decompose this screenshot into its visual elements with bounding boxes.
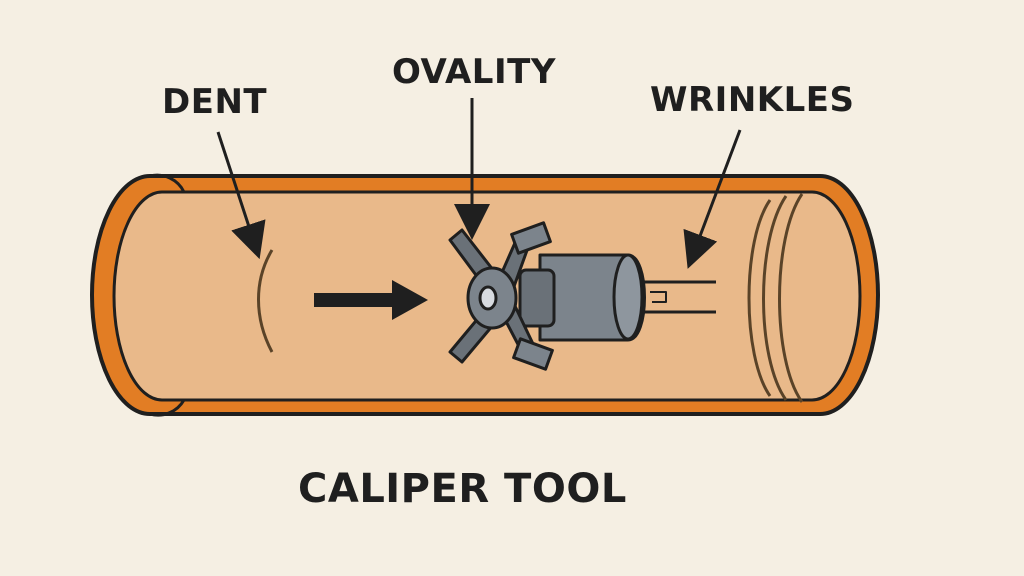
ovality-label: OVALITY (392, 52, 556, 92)
wrinkles-label: WRINKLES (650, 80, 855, 120)
tool-pad (510, 221, 552, 255)
tool-pad (512, 337, 554, 371)
tool-connector (650, 291, 667, 303)
wrinkle-ring (747, 199, 772, 397)
wrinkles-rings (747, 193, 804, 403)
caliper-tool-icon (448, 221, 716, 371)
tool-cable (640, 280, 716, 314)
wrinkle-ring (762, 195, 788, 401)
arrow-right-icon (314, 280, 428, 320)
dent-mark (257, 249, 274, 353)
tool-hub-center (478, 285, 498, 311)
diagram-caption: CALIPER TOOL (298, 466, 627, 512)
tool-body-end (612, 253, 644, 341)
dent-pointer (216, 131, 266, 260)
tool-collar (518, 268, 556, 328)
wrinkles-pointer (683, 129, 742, 269)
pipe-left-rim-top (149, 173, 186, 193)
wrinkle-ring (778, 193, 804, 403)
pipe-left-rim-bottom (149, 399, 186, 417)
dent-label: DENT (162, 82, 268, 122)
